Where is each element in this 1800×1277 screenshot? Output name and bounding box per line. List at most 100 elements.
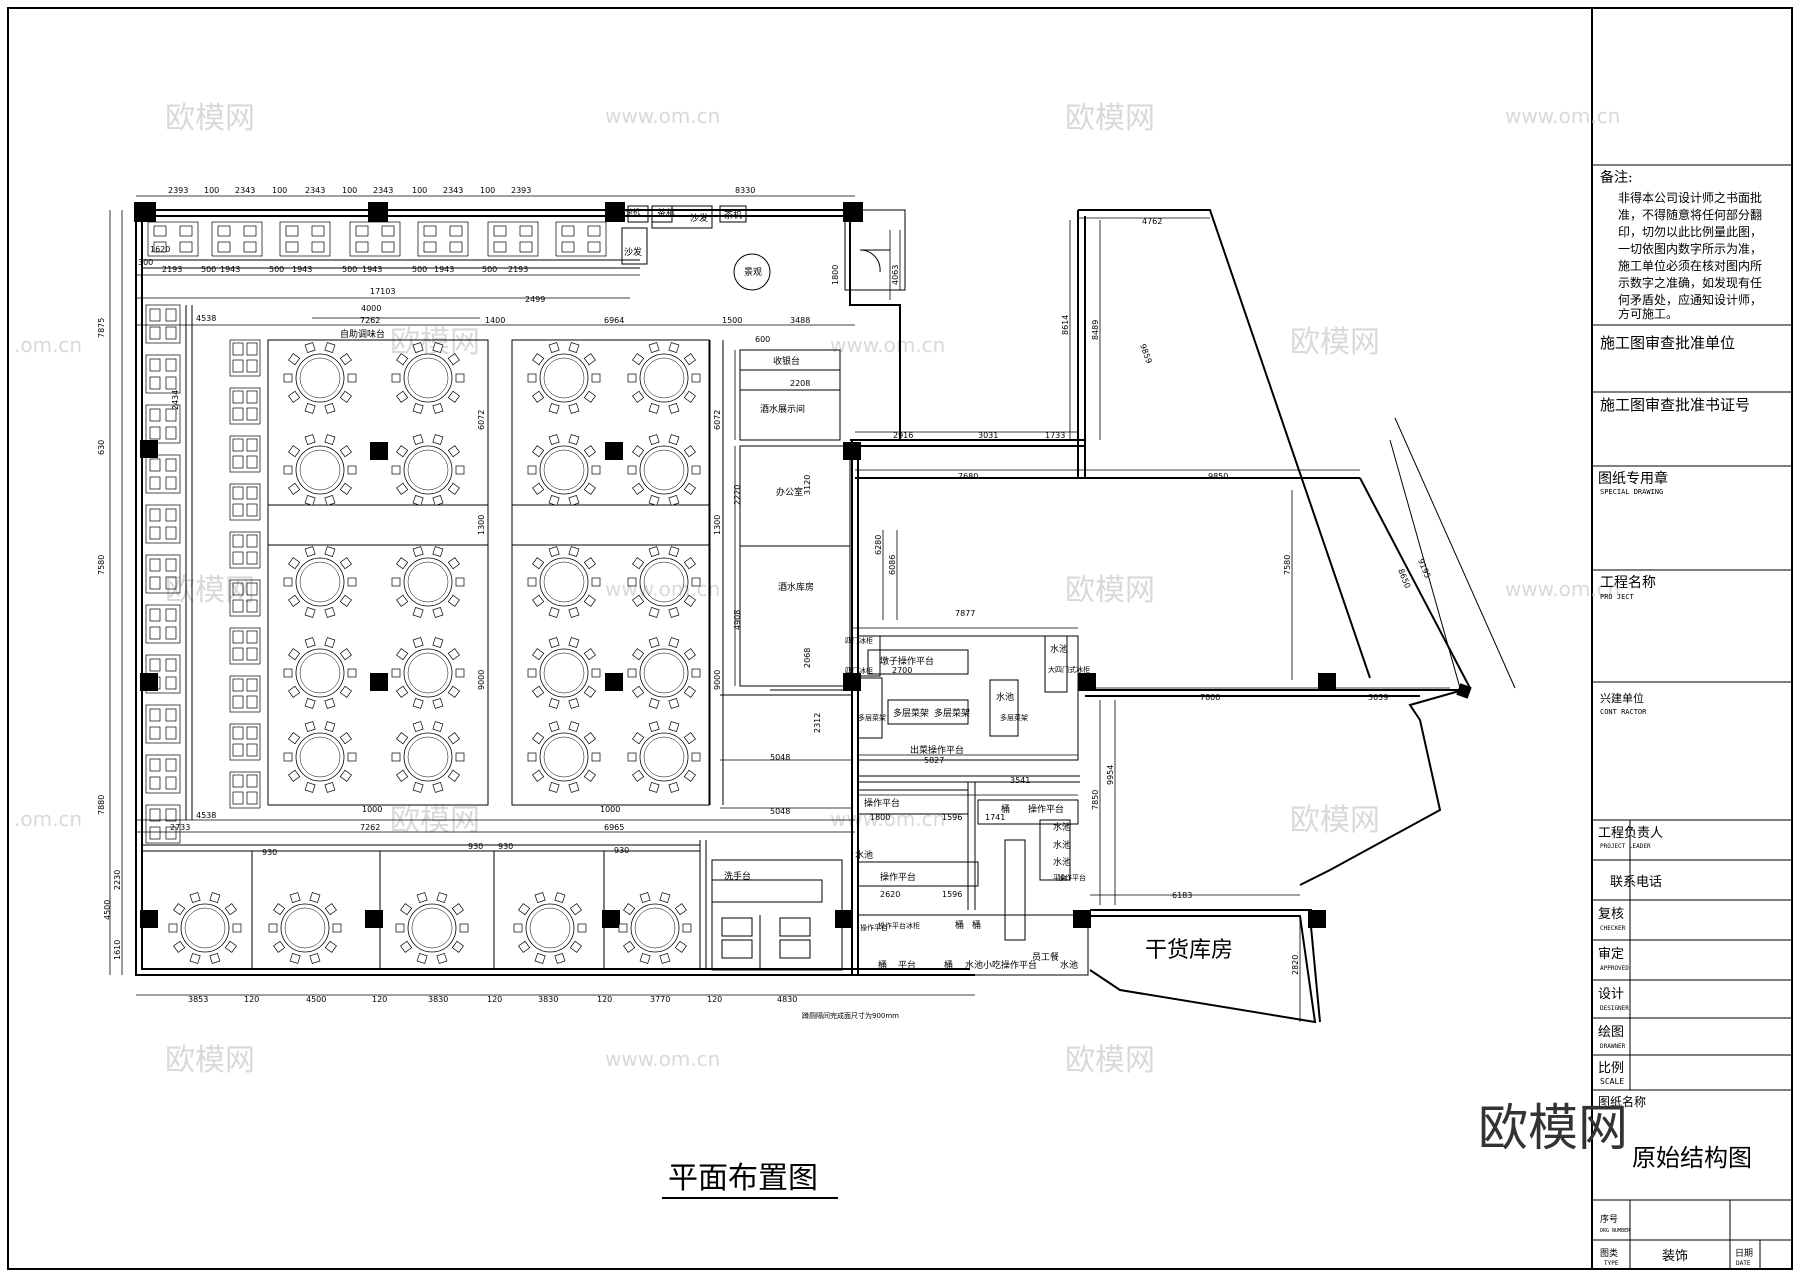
dim: 1596: [942, 813, 962, 822]
dim: 2230: [113, 870, 122, 890]
booth-seat: [232, 791, 244, 805]
booth-seat: [232, 678, 244, 692]
dim-bottom: 3853: [188, 995, 208, 1004]
drawer-label: 绘图: [1598, 1025, 1624, 1040]
label-pool: 水池: [855, 849, 873, 861]
chair: [591, 752, 601, 762]
chair: [347, 465, 357, 475]
table-inner: [407, 357, 449, 399]
chair: [569, 940, 582, 953]
table-top: [180, 903, 230, 953]
dim: 7580: [97, 555, 106, 575]
table-inner: [543, 357, 585, 399]
booth-seat: [179, 225, 193, 237]
dim-bottom: 120: [707, 995, 722, 1004]
round-table: [391, 546, 465, 618]
chair: [447, 648, 460, 661]
chair: [683, 732, 696, 745]
round-table: [627, 546, 701, 618]
watermark-logo: 欧模网: [165, 573, 255, 608]
table-inner: [184, 907, 226, 949]
chair: [412, 697, 424, 709]
chair: [548, 697, 560, 709]
table-inner: [407, 736, 449, 778]
dim: 9000: [713, 670, 722, 690]
chair: [347, 373, 357, 383]
notes-label: 备注:: [1600, 169, 1633, 186]
watermark-logo: 欧模网: [165, 1043, 255, 1078]
chair: [288, 353, 301, 366]
dim-top: 100: [272, 186, 287, 195]
label-cashier: 收银台: [773, 355, 800, 367]
round-table: [513, 892, 587, 964]
chair: [455, 373, 465, 383]
label-snack-platform: 水池小吃操作平台: [965, 959, 1037, 971]
booth-seat: [229, 387, 261, 425]
booth-seat: [145, 704, 181, 744]
label-op-platform: 操作平台: [860, 923, 888, 932]
chair: [412, 546, 424, 558]
watermark-url: www.om.cn: [1505, 104, 1620, 128]
chair: [668, 721, 680, 733]
booth-seat: [153, 225, 167, 237]
booth-seat: [149, 576, 161, 590]
chair: [396, 445, 409, 458]
label-four-door-fridge: 四门冰柜: [845, 636, 873, 645]
contractor-label: 兴建单位: [1600, 691, 1644, 705]
chair: [534, 892, 546, 904]
dim: 1300: [713, 515, 722, 535]
chair: [347, 577, 357, 587]
dim-booth: 500: [269, 265, 284, 274]
chair: [683, 445, 696, 458]
chair: [532, 769, 545, 782]
label-office: 办公室: [776, 486, 803, 498]
round-table: [395, 892, 469, 964]
approval-unit: 施工图审查批准单位: [1600, 334, 1735, 352]
chair: [283, 577, 293, 587]
dim: 6183: [1172, 891, 1192, 900]
table-top: [295, 557, 345, 607]
booth-seat: [232, 695, 244, 709]
chair: [532, 594, 545, 607]
label-bucket: 桶: [955, 919, 964, 931]
label-staff-meal: 员工餐: [1032, 951, 1059, 963]
chair: [173, 903, 186, 916]
table-top: [539, 353, 589, 403]
booth-seat: [145, 304, 181, 344]
table-inner: [543, 652, 585, 694]
dim-top: 2343: [305, 186, 325, 195]
chair: [339, 732, 352, 745]
chair: [339, 769, 352, 782]
project-label: 工程名称: [1600, 575, 1656, 591]
chair: [583, 648, 596, 661]
booth-seat: [149, 676, 161, 690]
label-op-platform: 操作平台: [880, 871, 916, 883]
booth-seat: [149, 408, 161, 422]
booth-seat: [165, 426, 177, 440]
booth-seat: [246, 678, 258, 692]
booth-seat: [165, 526, 177, 540]
type-label-en: TYPE: [1604, 1260, 1619, 1267]
booth-seat: [232, 390, 244, 404]
booth-seat: [232, 342, 244, 356]
booth-seat: [417, 221, 469, 257]
booth-seat: [165, 508, 177, 522]
chair: [396, 648, 409, 661]
chair: [648, 721, 660, 733]
chair: [391, 577, 401, 587]
booth-seat: [149, 758, 161, 772]
table-inner: [529, 907, 571, 949]
booth-seat: [232, 582, 244, 596]
chair: [339, 482, 352, 495]
label-bucket: 桶: [878, 959, 887, 971]
chair: [648, 697, 660, 709]
chair: [347, 752, 357, 762]
booth-seat: [145, 454, 181, 494]
table-inner: [407, 449, 449, 491]
chair: [400, 940, 413, 953]
chair: [309, 892, 321, 904]
chair: [412, 402, 424, 414]
chair: [436, 892, 448, 904]
dim: 7262: [360, 316, 380, 325]
booth-seat: [246, 582, 258, 596]
